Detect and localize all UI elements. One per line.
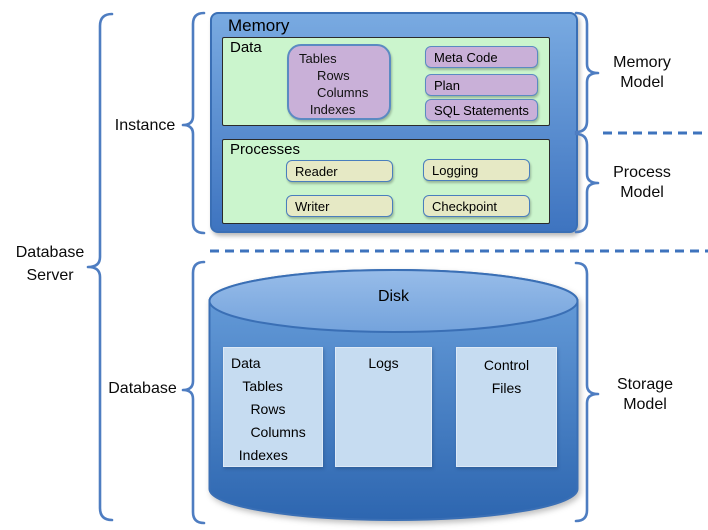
sql-statements-box: SQL Statements: [425, 99, 538, 121]
database-server-label: Database Server: [15, 244, 85, 284]
logging-box: Logging: [423, 159, 530, 181]
tables-group-box: Tables Rows Columns Indexes: [287, 44, 391, 120]
data-section: Data Tables Rows Columns Indexes Meta Co…: [222, 37, 550, 126]
plan-box: Plan: [425, 74, 538, 96]
memory-box: Memory Data Tables Rows Columns Indexes …: [210, 12, 578, 233]
disk-logs-box: Logs: [335, 347, 432, 467]
database-brace: [181, 260, 206, 525]
memory-title: Memory: [228, 16, 290, 35]
meta-code-box: Meta Code: [425, 46, 538, 68]
memory-model-label: Memory Model: [613, 54, 671, 91]
instance-label: Instance: [114, 117, 176, 134]
storage-model-label: Storage Model: [616, 376, 674, 413]
process-model-label: Process Model: [613, 164, 671, 201]
disk-control-files-box: Control Files: [456, 347, 557, 467]
processes-section-title: Processes: [230, 141, 301, 158]
disk-data-files-box: Data Tables Rows Columns Indexes: [223, 347, 323, 467]
storage-model-brace: [574, 261, 600, 523]
memory-model-brace: [574, 11, 600, 134]
processes-section: Processes Reader Logging Writer Checkpoi…: [222, 139, 550, 224]
process-model-brace: [574, 132, 600, 234]
data-section-title: Data: [230, 39, 262, 56]
database-label: Database: [108, 380, 177, 397]
disk-title: Disk: [377, 288, 410, 305]
checkpoint-box: Checkpoint: [423, 195, 530, 217]
reader-box: Reader: [286, 160, 393, 182]
instance-brace: [181, 11, 206, 235]
writer-box: Writer: [286, 195, 393, 217]
